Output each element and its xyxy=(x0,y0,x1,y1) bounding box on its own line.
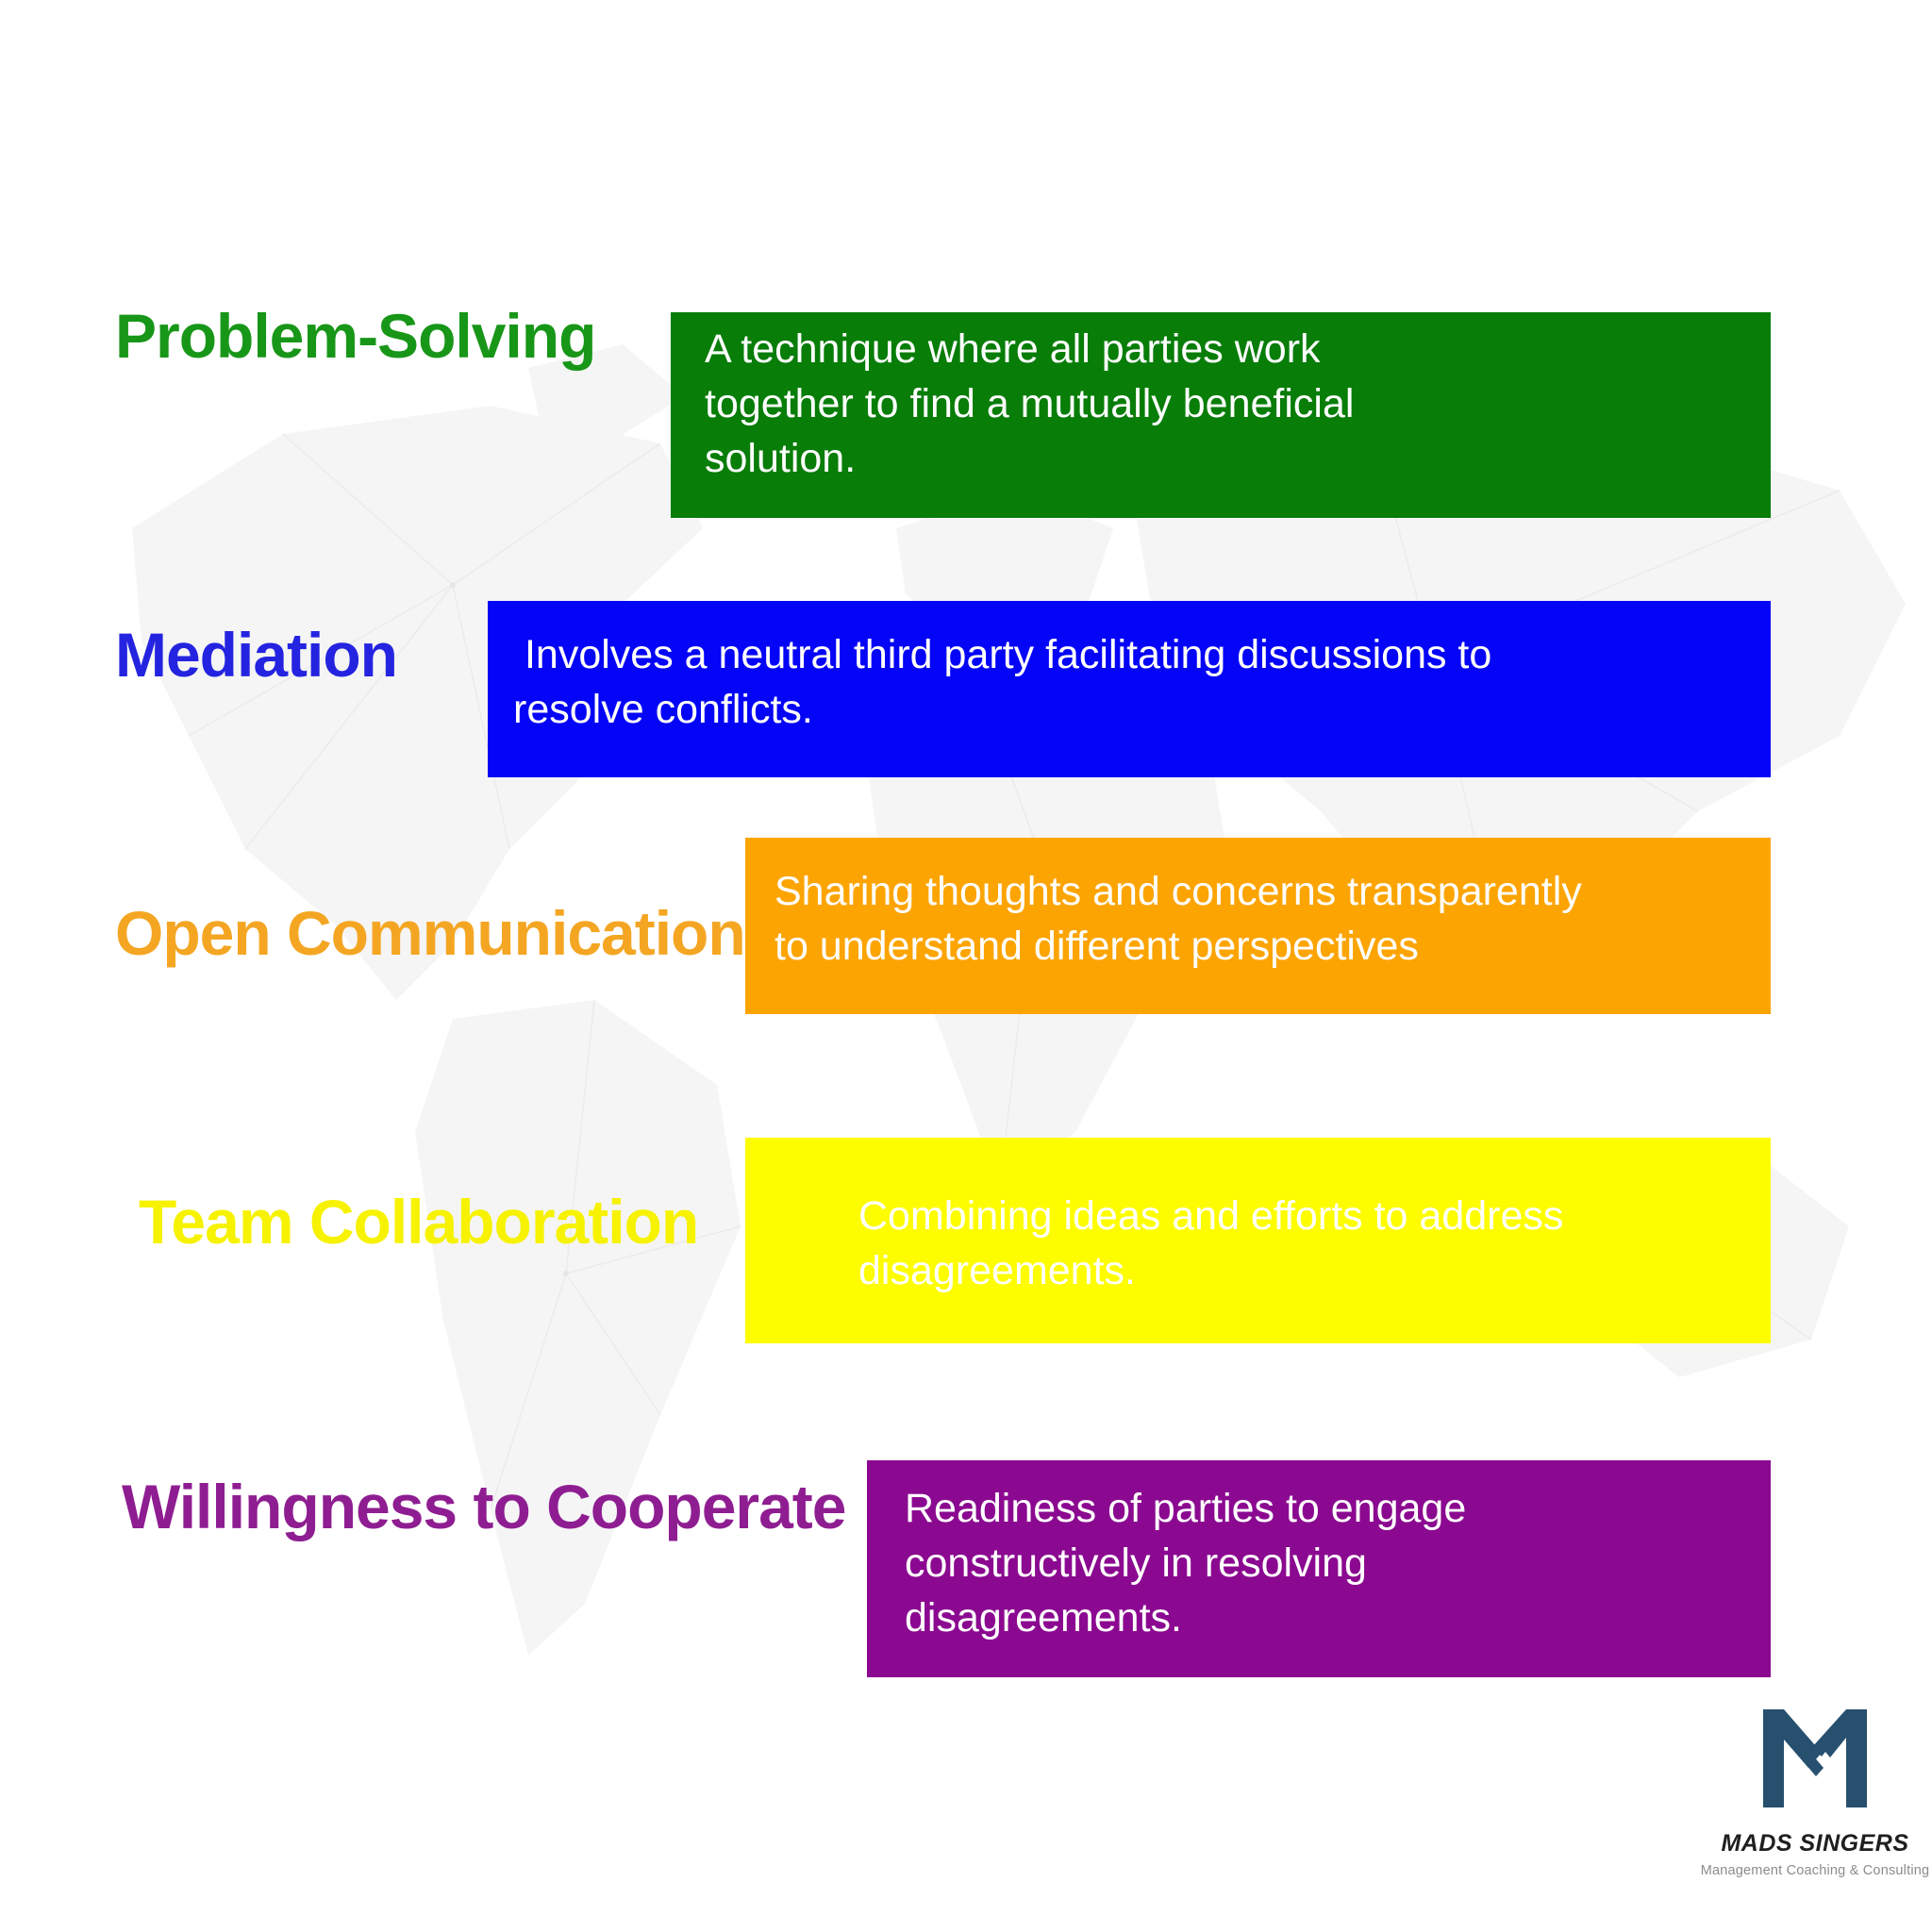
info-box-mediation: Involves a neutral third party facilitat… xyxy=(488,601,1771,777)
box-text-line: A technique where all parties work xyxy=(705,326,1321,372)
info-box-open-communication: Sharing thoughts and concerns transparen… xyxy=(745,838,1771,1014)
brand-tagline: Management Coaching & Consulting xyxy=(1700,1863,1930,1878)
row-label-open-communication: Open Communication xyxy=(115,898,746,968)
box-text-line: Combining ideas and efforts to address xyxy=(858,1193,1564,1239)
row-label-problem-solving: Problem-Solving xyxy=(115,301,596,371)
info-box-willingness-to-cooperate: Readiness of parties to engage construct… xyxy=(867,1460,1771,1677)
brand-logo: MADS SINGERS Management Coaching & Consu… xyxy=(1698,1709,1932,1878)
row-label-team-collaboration: Team Collaboration xyxy=(139,1187,699,1257)
box-text-line: disagreements. xyxy=(905,1595,1182,1641)
box-text-line: solution. xyxy=(705,436,857,481)
box-text-line: together to find a mutually beneficial xyxy=(705,381,1355,426)
box-text-line: Readiness of parties to engage xyxy=(905,1486,1467,1531)
box-text-line: disagreements. xyxy=(858,1248,1136,1293)
box-text-line: resolve conflicts. xyxy=(513,687,813,732)
info-box-problem-solving: A technique where all parties work toget… xyxy=(671,312,1771,518)
box-text-line: to understand different perspectives xyxy=(774,924,1419,969)
box-text-line: Involves a neutral third party facilitat… xyxy=(513,632,1492,677)
mads-singers-m-icon xyxy=(1763,1709,1867,1807)
box-text-line: Sharing thoughts and concerns transparen… xyxy=(774,869,1582,914)
row-label-willingness-to-cooperate: Willingness to Cooperate xyxy=(122,1472,846,1541)
info-box-team-collaboration: Combining ideas and efforts to address d… xyxy=(745,1138,1771,1343)
box-text-line: constructively in resolving xyxy=(905,1541,1367,1586)
brand-name: MADS SINGERS xyxy=(1721,1830,1909,1857)
row-label-mediation: Mediation xyxy=(115,620,398,690)
